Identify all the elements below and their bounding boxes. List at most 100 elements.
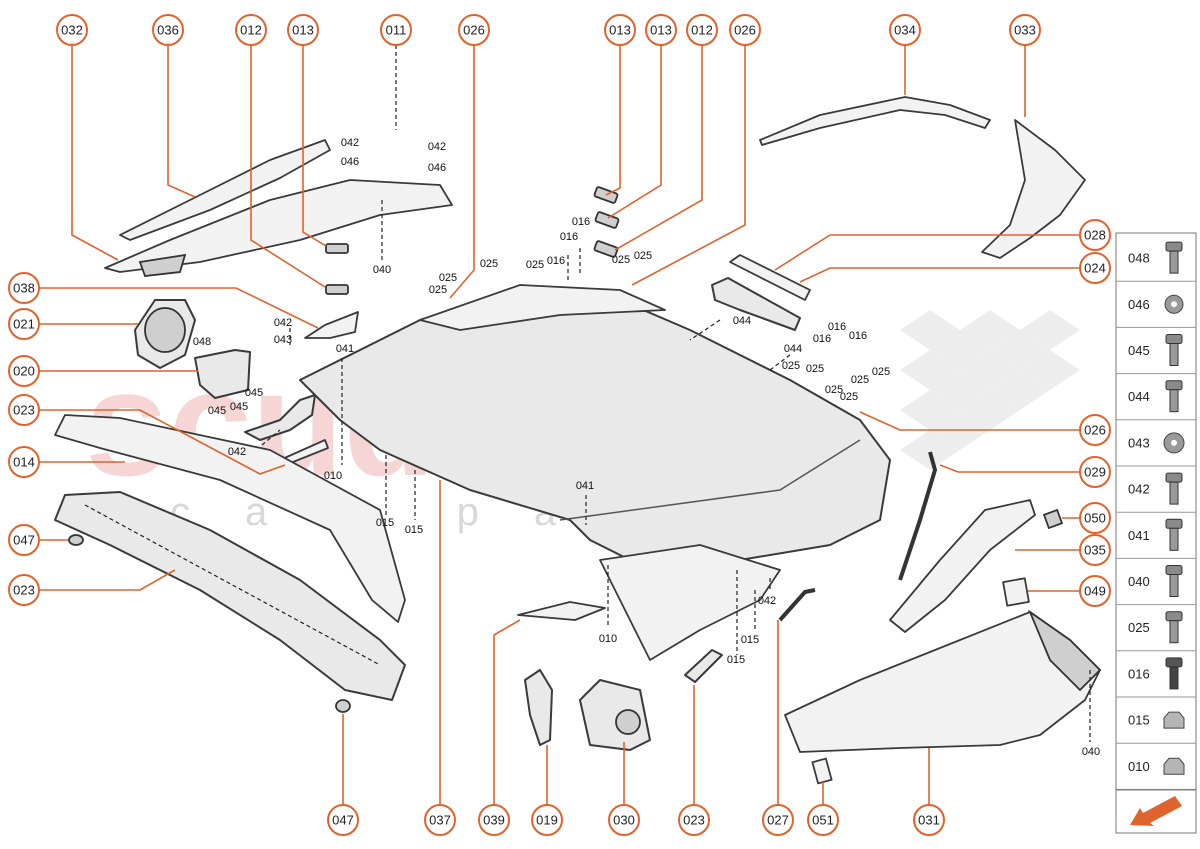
trim-strip-034[interactable] [759,96,991,146]
callout-023[interactable]: 023 [678,804,710,836]
legend-code: 010 [1128,759,1150,774]
label-025: 025 [825,384,843,396]
callout-032[interactable]: 032 [56,14,88,46]
callout-013[interactable]: 013 [645,14,677,46]
callout-014[interactable]: 014 [8,446,40,478]
label-025: 025 [526,259,544,271]
callout-050[interactable]: 050 [1079,502,1111,534]
motor-housing-030[interactable] [579,679,651,751]
legend-code: 016 [1128,666,1150,681]
legend-row[interactable]: 042 [1116,472,1196,513]
callout-036[interactable]: 036 [152,14,184,46]
callout-030[interactable]: 030 [608,804,640,836]
legend-row[interactable]: 046 [1116,294,1196,328]
callout-047[interactable]: 047 [327,804,359,836]
svg-text:026: 026 [734,23,756,38]
bracket-024[interactable] [711,277,801,331]
callout-023[interactable]: 023 [8,394,40,426]
legend-row[interactable]: 043 [1116,432,1196,467]
callout-026[interactable]: 026 [1079,414,1111,446]
strip-023-bottom[interactable] [684,649,723,683]
callout-031[interactable]: 031 [913,804,945,836]
pad-050[interactable] [1042,508,1064,530]
bracket-023-left[interactable] [244,394,316,441]
seal-strip-014[interactable] [54,414,406,623]
legend-row[interactable]: 025 [1116,611,1196,652]
label-016: 016 [828,321,846,333]
legend-row[interactable]: 044 [1116,380,1196,421]
seal-028[interactable] [729,254,811,301]
svg-text:047: 047 [13,533,35,548]
lower-frame-panel[interactable] [599,544,781,661]
clip-013-right-b[interactable] [594,211,620,229]
callout-024[interactable]: 024 [1079,252,1111,284]
label-040: 040 [1082,746,1100,758]
callout-038[interactable]: 038 [8,272,40,304]
callout-026[interactable]: 026 [729,14,761,46]
checkered-flag-watermark [900,310,1080,470]
bracket-020[interactable] [194,349,251,399]
callout-011[interactable]: 011 [380,14,412,46]
callout-033[interactable]: 033 [1009,14,1041,46]
trim-strip-036[interactable] [119,139,331,241]
speaker-housing-021[interactable] [134,299,196,369]
legend-row[interactable]: 040 [1116,565,1196,606]
callout-020[interactable]: 020 [8,355,40,387]
screw-torx-icon [1165,518,1183,551]
callout-034[interactable]: 034 [889,14,921,46]
callout-028[interactable]: 028 [1079,219,1111,251]
svg-text:026: 026 [463,23,485,38]
cowl-panel-023[interactable] [54,491,406,701]
svg-text:023: 023 [13,403,35,418]
legend-row[interactable]: 016 [1116,657,1196,698]
callout-012[interactable]: 012 [235,14,267,46]
svg-text:034: 034 [894,23,916,38]
nut-cap-icon [1163,711,1185,729]
seal-strip-029[interactable] [898,451,938,581]
callout-019[interactable]: 019 [531,804,563,836]
label-016: 016 [572,216,590,228]
grommet-047-left[interactable] [68,534,84,546]
callout-013[interactable]: 013 [604,14,636,46]
clip-012-left[interactable] [325,284,349,295]
label-025: 025 [851,374,869,386]
callout-039[interactable]: 039 [478,804,510,836]
callout-035[interactable]: 035 [1079,534,1111,566]
legend-row[interactable]: 010 [1116,757,1196,790]
bracket-019[interactable] [524,669,553,746]
legend-row[interactable]: 015 [1116,711,1196,744]
pad-049[interactable] [1002,577,1030,607]
trim-panel-032[interactable] [104,179,453,277]
callout-049[interactable]: 049 [1079,575,1111,607]
callout-026[interactable]: 026 [458,14,490,46]
svg-text:027: 027 [767,813,789,828]
rod-027[interactable] [778,588,816,622]
grommet-047-bottom[interactable] [335,699,351,713]
clip-013-left[interactable] [325,243,349,254]
side-panel-033[interactable] [981,119,1086,259]
label-040: 040 [373,264,391,276]
legend-row[interactable]: 045 [1116,334,1196,375]
svg-text:020: 020 [13,364,35,379]
callout-021[interactable]: 021 [8,308,40,340]
callout-051[interactable]: 051 [807,804,839,836]
clip-012-right[interactable] [593,240,619,258]
label-016: 016 [547,255,565,267]
bracket-039[interactable] [517,601,606,621]
callout-029[interactable]: 029 [1079,456,1111,488]
next-page-arrow-button[interactable] [1115,789,1197,834]
panel-038[interactable] [304,311,359,339]
legend-row[interactable]: 041 [1116,518,1196,559]
legend-code: 046 [1128,297,1150,312]
quarter-panel-031[interactable] [784,609,1102,753]
callout-012[interactable]: 012 [686,14,718,46]
callout-027[interactable]: 027 [762,804,794,836]
side-panel-035[interactable] [889,499,1036,633]
legend-row[interactable]: 048 [1116,241,1196,282]
callout-047[interactable]: 047 [8,524,40,556]
roof-panel-037[interactable] [299,284,891,566]
callout-037[interactable]: 037 [424,804,456,836]
callout-013[interactable]: 013 [287,14,319,46]
pad-051[interactable] [811,757,833,785]
callout-023[interactable]: 023 [8,574,40,606]
